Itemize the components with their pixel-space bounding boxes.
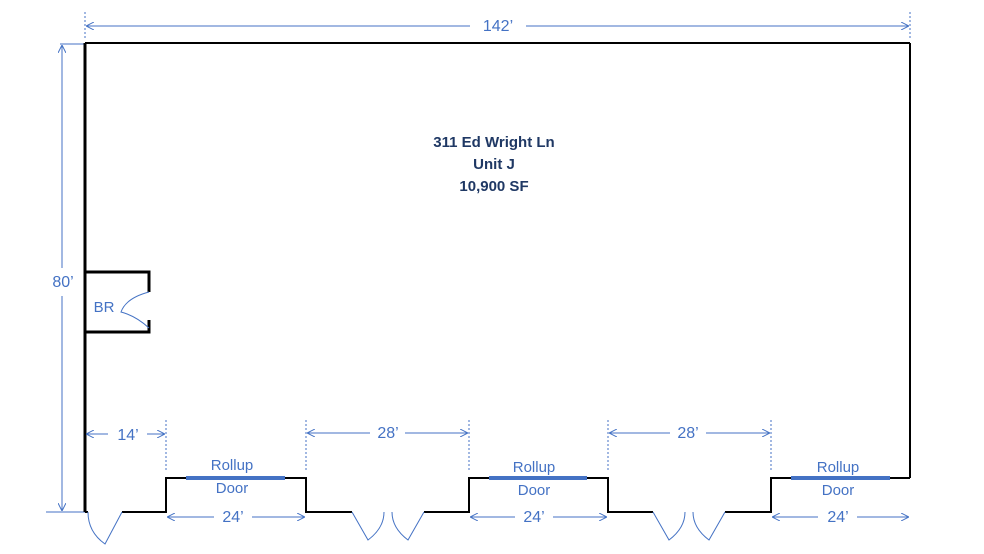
door-width-dimensions: 24’ 24’ 24’ bbox=[168, 509, 908, 526]
bathroom: BR bbox=[85, 270, 151, 334]
rollup-door-label-line1: Rollup bbox=[817, 459, 860, 476]
width-label: 142’ bbox=[483, 18, 513, 35]
offset-dimensions: 14’ 28’ 28’ bbox=[87, 420, 772, 470]
unit-title: 311 Ed Wright Ln Unit J 10,900 SF bbox=[433, 134, 554, 195]
rollup-door-label-line1: Rollup bbox=[513, 459, 556, 476]
unit-area: 10,900 SF bbox=[459, 178, 528, 195]
rollup-door-label-line2: Door bbox=[822, 482, 855, 499]
left-offset-label: 14’ bbox=[117, 427, 138, 444]
depth-label: 80’ bbox=[52, 274, 73, 291]
building-outline bbox=[83, 42, 911, 513]
rollup-door-label-line2: Door bbox=[216, 480, 249, 497]
rollup-door-1: Rollup Door bbox=[186, 457, 285, 497]
depth-dimension: 80’ bbox=[46, 43, 85, 513]
door-2-width-label: 24’ bbox=[523, 509, 544, 526]
rollup-door-label-line2: Door bbox=[518, 482, 551, 499]
width-dimension: 142’ bbox=[84, 12, 911, 40]
gap-2-label: 28’ bbox=[677, 425, 698, 442]
unit-name: Unit J bbox=[473, 156, 515, 173]
gap-1-label: 28’ bbox=[377, 425, 398, 442]
rollup-door-label-line1: Rollup bbox=[211, 457, 254, 474]
door-3-width-label: 24’ bbox=[827, 509, 848, 526]
door-1-width-label: 24’ bbox=[222, 509, 243, 526]
bathroom-door-swing bbox=[120, 291, 150, 329]
bathroom-label: BR bbox=[94, 299, 115, 316]
rollup-door-3: Rollup Door bbox=[791, 459, 890, 499]
rollup-door-2: Rollup Door bbox=[489, 459, 587, 499]
man-doors bbox=[87, 511, 726, 545]
address: 311 Ed Wright Ln bbox=[433, 134, 554, 151]
